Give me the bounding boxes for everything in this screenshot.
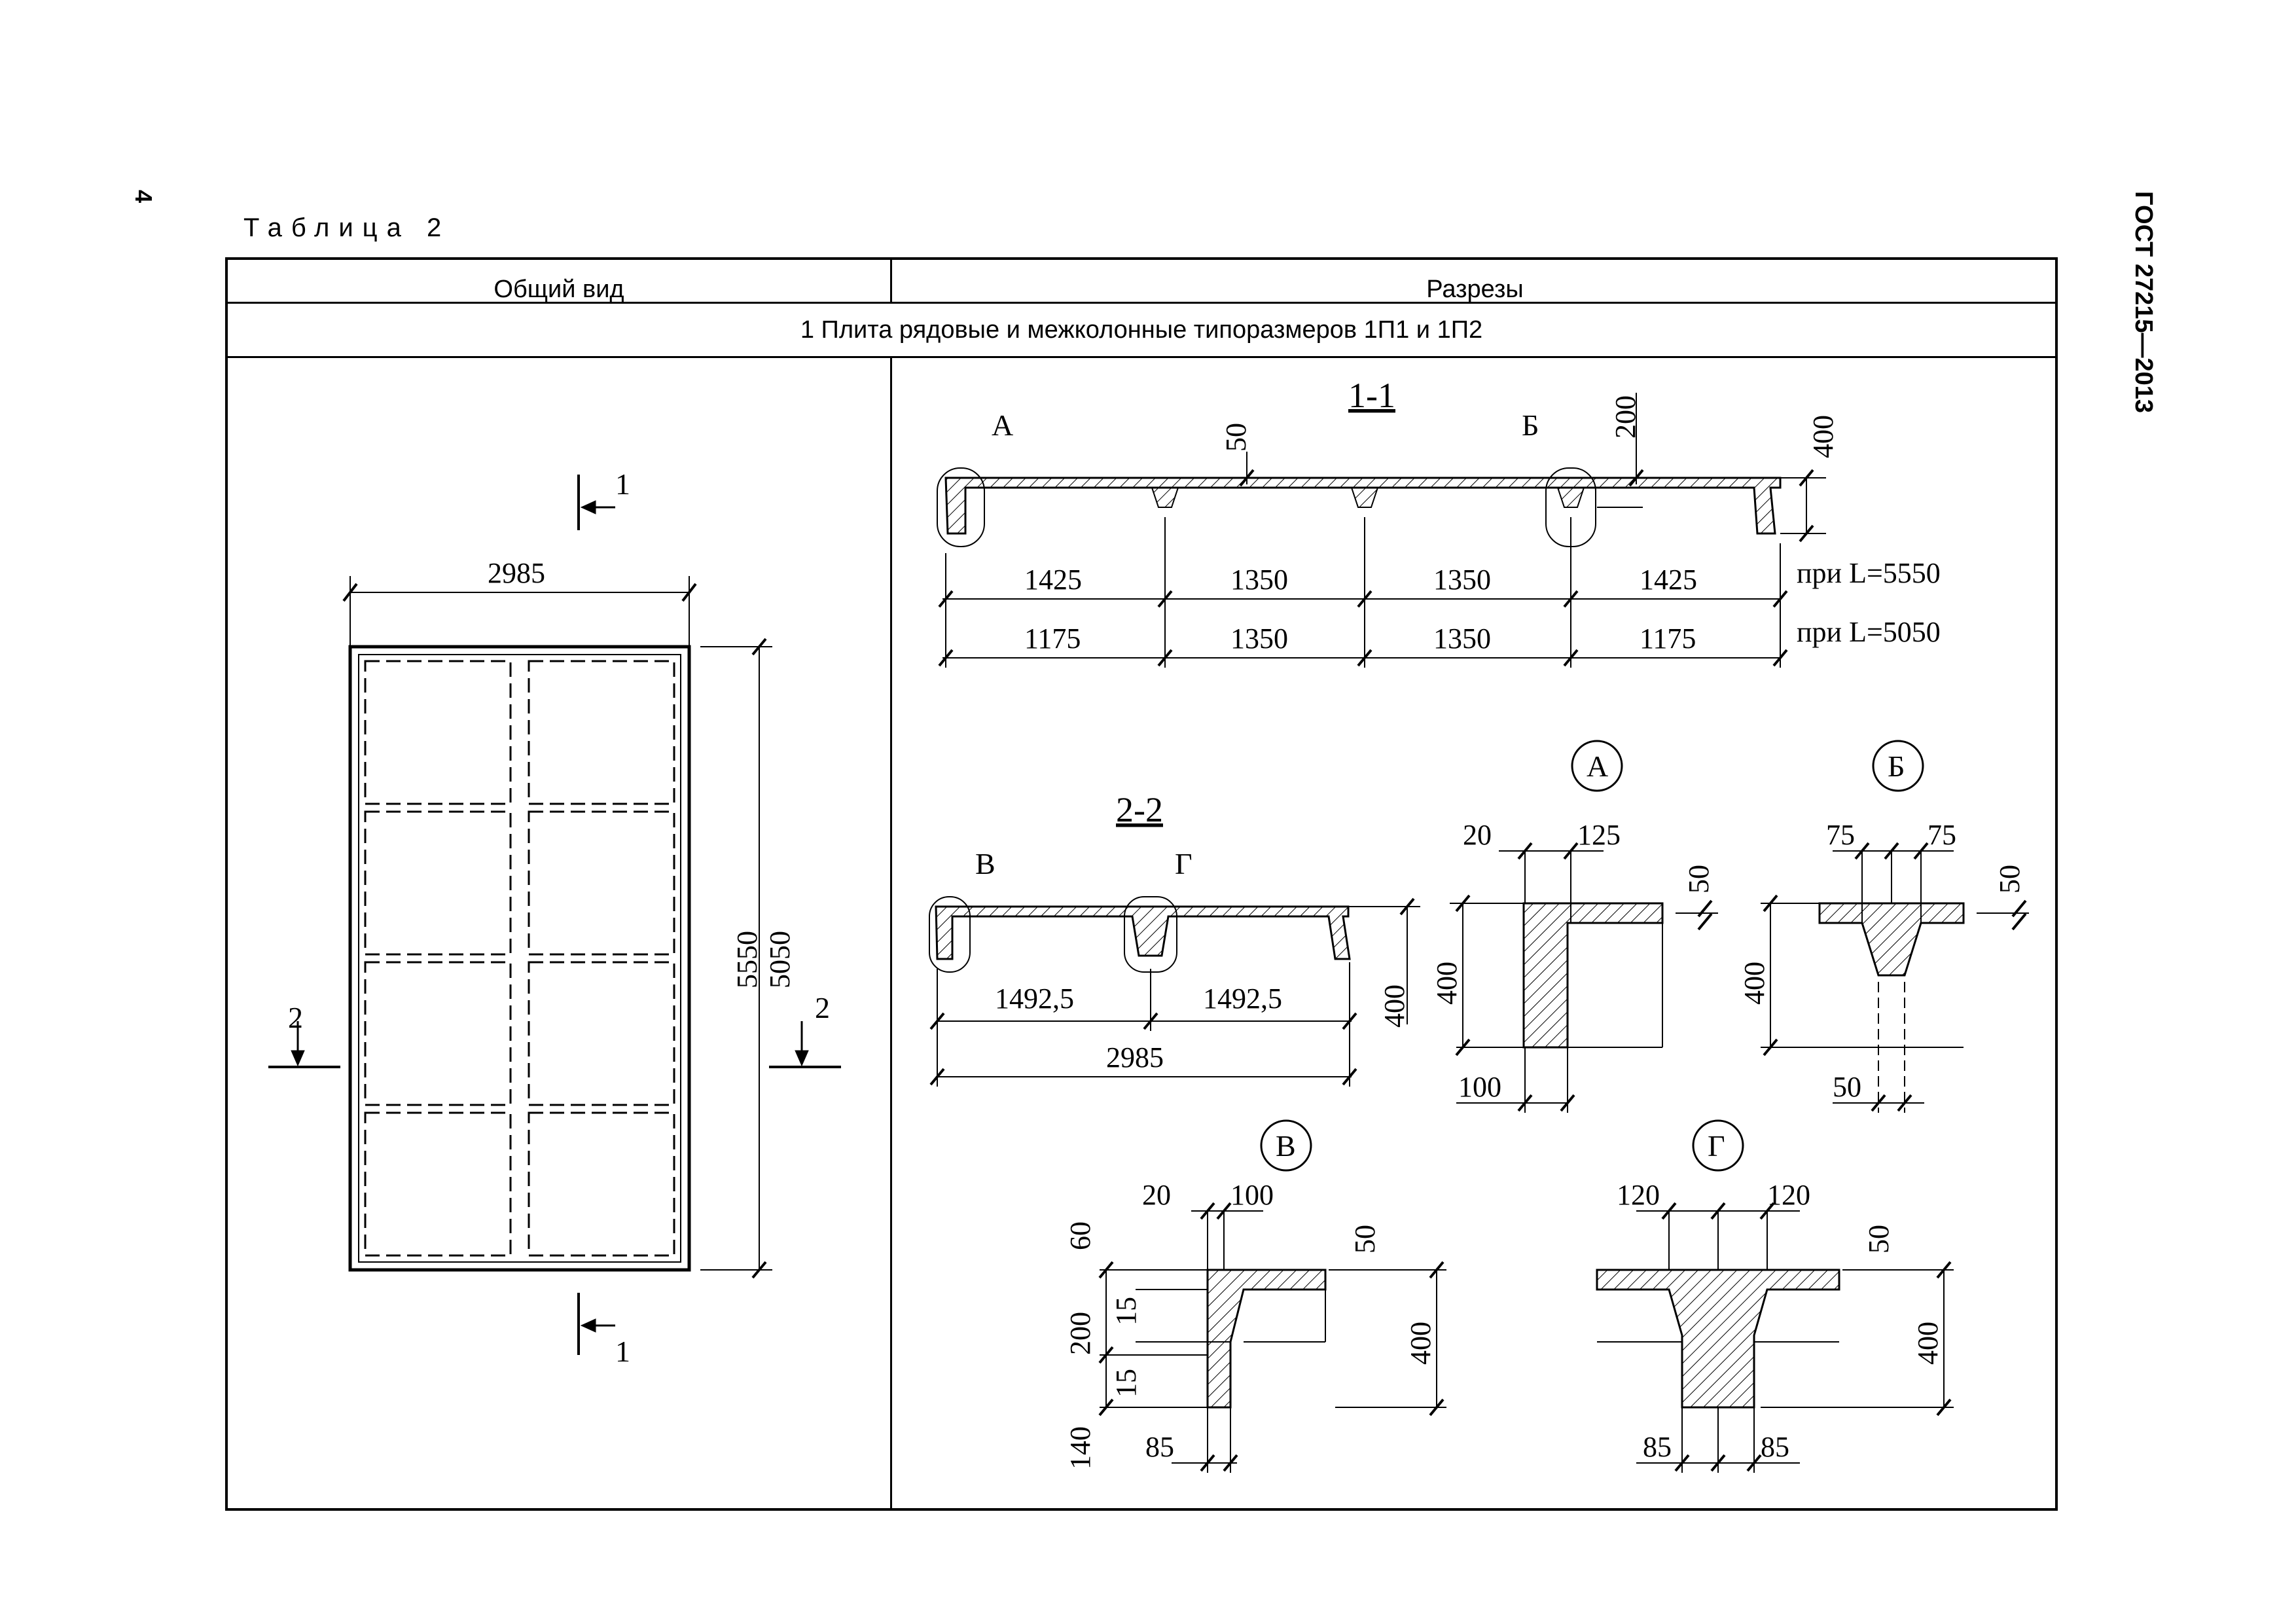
detail-v-50: 50 — [1349, 1225, 1381, 1254]
detail-v-400: 400 — [1405, 1322, 1437, 1365]
s11-flange-dim: 50 — [1220, 423, 1252, 452]
section-2-2 — [929, 896, 1420, 1087]
detail-a-label: А — [1587, 749, 1608, 783]
plan-width-dim: 2985 — [488, 557, 545, 589]
s11-rib-dim: 200 — [1609, 395, 1641, 439]
detail-v-15b: 15 — [1110, 1369, 1142, 1398]
section-1-1 — [937, 393, 1826, 668]
detail-a-400: 400 — [1431, 962, 1463, 1005]
s11-row2-1: 1175 — [1024, 623, 1081, 655]
detail-v — [1098, 1119, 1446, 1473]
cut1-label-bottom: 1 — [615, 1335, 630, 1368]
s11-row2-3: 1350 — [1433, 623, 1491, 655]
section-1-1-title: 1-1 — [1348, 376, 1395, 415]
plan-view — [268, 475, 841, 1355]
callout-a: А — [992, 408, 1013, 442]
s11-row1-note: при L=5550 — [1797, 557, 1941, 589]
detail-a — [1450, 740, 1718, 1113]
detail-a-50: 50 — [1683, 865, 1715, 893]
s22-half-1: 1492,5 — [995, 983, 1074, 1015]
cut2-label-right: 2 — [815, 991, 830, 1024]
detail-a-125: 125 — [1577, 819, 1621, 851]
slab-inner-outline — [358, 654, 681, 1263]
detail-g-120a: 120 — [1617, 1179, 1660, 1211]
s11-row2-4: 1175 — [1640, 623, 1696, 655]
table-frame: Общий вид Разрезы 1 Плита рядовые и межк… — [225, 257, 2058, 1511]
detail-b-50b: 50 — [1833, 1071, 1861, 1103]
detail-g-85b: 85 — [1761, 1431, 1789, 1463]
callout-g: Г — [1175, 847, 1193, 880]
detail-b-75a: 75 — [1826, 819, 1855, 851]
table-caption: Таблица 2 — [243, 213, 451, 242]
row-title: 1 Плита рядовые и межколонные типоразмер… — [800, 316, 1483, 344]
detail-g — [1596, 1119, 1954, 1473]
callout-b: Б — [1522, 408, 1539, 442]
slab-outline — [348, 645, 691, 1272]
s11-row1-2: 1350 — [1230, 564, 1288, 596]
plan-length-dim-2: 5050 — [764, 931, 796, 988]
detail-v-85: 85 — [1145, 1431, 1174, 1463]
callout-v: В — [975, 847, 996, 880]
detail-v-140: 140 — [1064, 1426, 1096, 1470]
header-divider — [228, 302, 2055, 304]
detail-b-label: Б — [1888, 749, 1905, 783]
detail-a-20: 20 — [1463, 819, 1492, 851]
detail-v-20: 20 — [1142, 1179, 1171, 1211]
detail-b — [1761, 740, 2029, 1113]
s22-half-2: 1492,5 — [1203, 983, 1282, 1015]
detail-v-100: 100 — [1230, 1179, 1274, 1211]
section-2-2-title: 2-2 — [1116, 790, 1163, 829]
s22-height: 400 — [1378, 984, 1410, 1028]
detail-v-label: В — [1276, 1129, 1296, 1163]
detail-a-100: 100 — [1458, 1071, 1501, 1103]
detail-v-60: 60 — [1064, 1221, 1096, 1250]
detail-g-50: 50 — [1863, 1225, 1895, 1254]
plan-length-dim-1: 5550 — [731, 931, 763, 988]
detail-g-120b: 120 — [1767, 1179, 1810, 1211]
row-divider — [228, 356, 2055, 358]
detail-g-85a: 85 — [1643, 1431, 1672, 1463]
cut1-label-top: 1 — [615, 467, 630, 501]
detail-b-400: 400 — [1738, 962, 1770, 1005]
s11-row1-4: 1425 — [1640, 564, 1697, 596]
rib-dashes — [364, 660, 675, 1257]
s11-row2-note: при L=5050 — [1797, 616, 1941, 648]
s11-row1-3: 1350 — [1433, 564, 1491, 596]
s11-row2-2: 1350 — [1230, 623, 1288, 655]
detail-b-50: 50 — [1994, 865, 2026, 893]
detail-v-15a: 15 — [1110, 1297, 1142, 1326]
cut2-label-left: 2 — [288, 1001, 303, 1034]
detail-g-400: 400 — [1912, 1322, 1944, 1365]
detail-v-200: 200 — [1064, 1312, 1096, 1355]
s11-height-dim: 400 — [1807, 415, 1839, 458]
column-divider — [890, 356, 892, 1508]
s22-total: 2985 — [1106, 1041, 1164, 1074]
header-sections: Разрезы — [1426, 276, 1524, 302]
detail-g-label: Г — [1708, 1129, 1725, 1163]
header-general-view: Общий вид — [228, 260, 892, 302]
s11-row1-1: 1425 — [1024, 564, 1082, 596]
detail-b-75b: 75 — [1928, 819, 1956, 851]
